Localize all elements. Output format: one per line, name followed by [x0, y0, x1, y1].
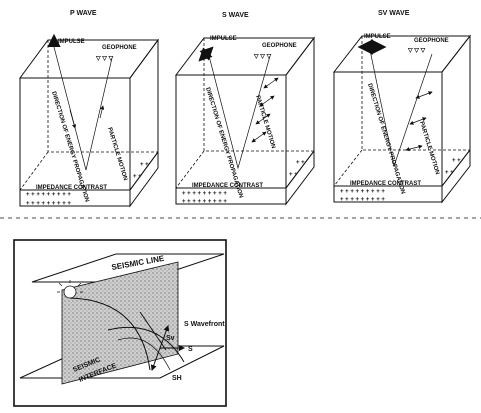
propagation-arrow-icon [69, 109, 77, 129]
source-rays [57, 280, 83, 293]
particle-motion-label: PARTICLE MOTION [254, 95, 276, 150]
geophone-label: GEOPHONE [262, 43, 297, 49]
impedance-layer-side [285, 149, 315, 206]
particle-motion-arrow-icon [259, 95, 275, 107]
geophone-label: GEOPHONE [102, 45, 137, 51]
impedance-contrast-label: IMPEDANCE CONTRAST [36, 185, 107, 191]
impulse-arrow-icon [198, 46, 214, 62]
particle-motion-arrow-icon [255, 113, 271, 125]
s-label: S [188, 346, 193, 353]
block-top-face [19, 39, 159, 79]
impedance-contrast-label: IMPEDANCE CONTRAST [192, 183, 263, 189]
sv-label: Sv [166, 335, 175, 342]
plus-marks: + + [133, 174, 142, 180]
vertical-plane [61, 261, 179, 385]
wavefront-panel: SEISMIC LINE S Wavefront S Sv SH SEISMIC… [13, 239, 227, 407]
sv-arrow-icon [159, 325, 170, 349]
particle-motion-arrow-icon [409, 117, 427, 125]
panel-title: P WAVE [70, 10, 97, 17]
impedance-contrast-label: IMPEDANCE CONTRAST [350, 181, 421, 187]
plus-marks: + + [445, 170, 454, 176]
impedance-layer-side [129, 150, 159, 208]
geophone-markers: ▽ ▽ ▽ [407, 48, 426, 54]
plus-marks: + + + + + + + + + [182, 199, 227, 205]
hidden-edges [175, 38, 314, 189]
hidden-edges [333, 36, 470, 187]
plus-marks: + + + + + + + + + [182, 191, 227, 197]
s-wavefront-label: S Wavefront [184, 321, 225, 328]
plus-marks: + + + + + + + + + [340, 189, 385, 195]
impulse-label: IMPULSE [364, 34, 391, 40]
wavefront-arc [69, 297, 151, 371]
plus-marks: + + + + + + + + + [26, 192, 71, 198]
direction-label: DIRECTION OF ENERGY PROPAGATION [366, 83, 405, 195]
propagation-arrow-icon [99, 105, 105, 119]
panel-title: SV WAVE [378, 10, 410, 17]
geophone-label: GEOPHONE [414, 38, 449, 44]
particle-motion-label: PARTICLE MOTION [106, 127, 128, 182]
sh-arrow-icon [150, 347, 161, 371]
ray-path [207, 51, 271, 170]
hidden-edges [19, 40, 158, 191]
sh-label: SH [172, 375, 182, 382]
impulse-label: IMPULSE [210, 36, 237, 42]
p-wave-panel: P WAVE + + + + + + + + + + + + + + + + +… [19, 10, 159, 208]
block-top-face [332, 35, 472, 73]
plus-marks: + + [296, 160, 305, 166]
impedance-layer-side [441, 148, 471, 204]
impulse-label: IMPULSE [58, 39, 85, 45]
panel-title: S WAVE [222, 12, 249, 19]
ray-path [53, 46, 113, 171]
geophone-markers: ▽ ▽ ▽ [95, 56, 114, 62]
particle-motion-label: PARTICLE MOTION [418, 121, 440, 176]
plus-marks: + + + + + + + + + [26, 201, 71, 207]
particle-motion-arrow-icon [251, 131, 267, 143]
sv-wave-panel: SV WAVE + + + + + + + + + + + + + + + + … [332, 10, 472, 204]
plus-marks: + + [289, 172, 298, 178]
s-wave-panel: S WAVE + + + + + + + + + + + + + + + + +… [174, 12, 316, 206]
geophone-markers: ▽ ▽ ▽ [253, 54, 272, 60]
particle-motion-arrow-icon [263, 77, 279, 89]
plus-marks: + + [140, 162, 149, 168]
plus-marks: + + + + + + + + + [340, 197, 385, 203]
particle-motion-arrow-icon [415, 91, 433, 99]
plus-marks: + + [452, 158, 461, 164]
particle-motion-arrow-icon [405, 144, 423, 152]
wavefront-arc [117, 337, 171, 371]
source-icon [63, 285, 77, 299]
wavefront-surface [107, 326, 185, 363]
